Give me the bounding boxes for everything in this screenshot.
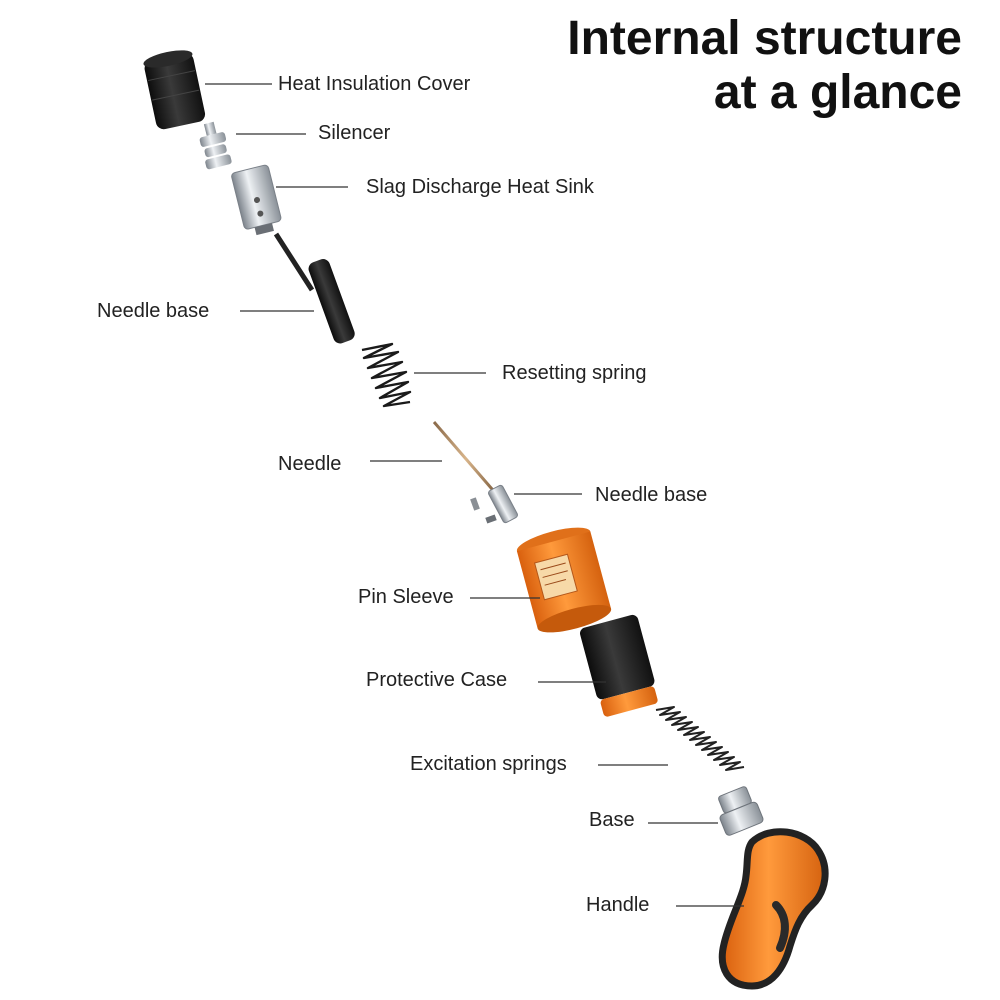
title-line-1: Internal structure <box>567 12 962 65</box>
base-part <box>718 786 764 836</box>
diagram-title: Internal structure at a glance <box>567 12 962 120</box>
label-heat-insulation-cover: Heat Insulation Cover <box>278 73 471 95</box>
label-handle: Handle <box>586 894 650 916</box>
handle-part <box>718 828 829 990</box>
label-needle: Needle <box>278 453 342 475</box>
pin-sleeve-part <box>516 527 612 633</box>
title-line-2: at a glance <box>713 66 962 119</box>
label-protective-case: Protective Case <box>366 669 508 691</box>
heat-insulation-cover-part <box>143 50 206 130</box>
label-pin-sleeve: Pin Sleeve <box>358 586 454 608</box>
silencer-part <box>199 121 232 170</box>
needle-part <box>432 421 518 524</box>
label-slag-discharge-heat-sink: Slag Discharge Heat Sink <box>366 176 594 198</box>
label-needle-base-lower: Needle base <box>595 484 708 506</box>
slag-discharge-heat-sink-part <box>231 164 282 236</box>
label-resetting-spring: Resetting spring <box>502 362 647 384</box>
protective-case-part <box>580 614 658 717</box>
label-excitation-springs: Excitation springs <box>410 753 567 775</box>
label-silencer: Silencer <box>318 122 391 144</box>
label-needle-base-upper: Needle base <box>97 300 210 322</box>
label-base: Base <box>589 809 635 831</box>
excitation-springs-part <box>655 706 745 771</box>
needle-base-upper-part <box>308 259 355 344</box>
connecting-rod <box>273 232 315 292</box>
resetting-spring-part <box>361 342 412 408</box>
